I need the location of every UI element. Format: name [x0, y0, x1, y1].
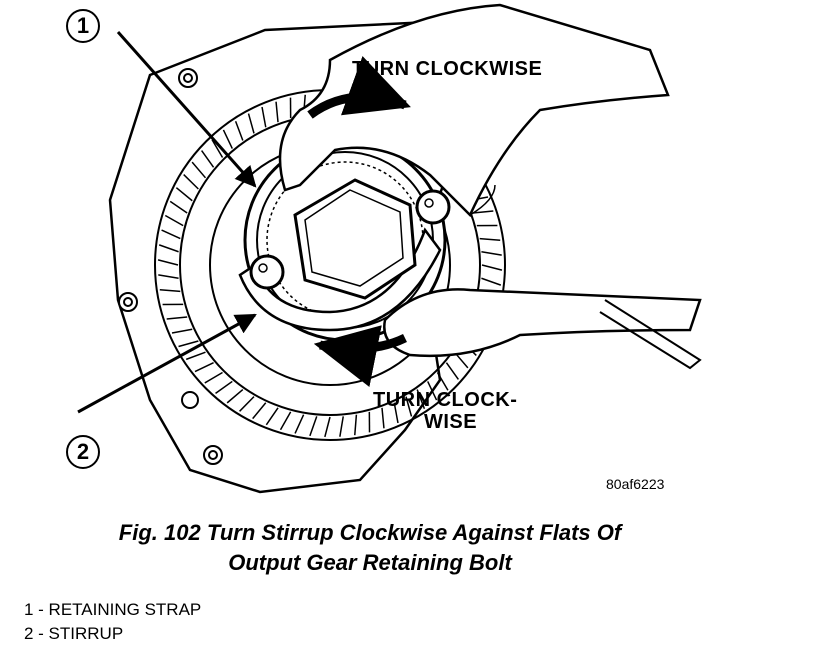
turn-clockwise-label-top: TURN CLOCKWISE	[352, 58, 543, 80]
gear-tooth	[158, 244, 179, 253]
gear-tooth	[294, 414, 305, 434]
gear-tooth	[481, 277, 502, 286]
stirrup-pivot-right	[415, 189, 451, 225]
legend-item-stirrup: 2 - STIRRUP	[24, 624, 124, 643]
gear-tooth	[159, 289, 181, 293]
gear-tooth	[239, 396, 255, 412]
turn-arrow-top	[307, 56, 411, 119]
turn-arrow-bottom	[313, 325, 407, 387]
gear-tooth	[175, 187, 193, 202]
caption-line-1: Fig. 102 Turn Stirrup Clockwise Against …	[118, 520, 622, 545]
transmission-diagram	[77, 3, 702, 494]
gear-tooth	[183, 174, 199, 190]
gear-tooth	[393, 402, 399, 424]
gear-tooth	[479, 237, 501, 241]
leader-line-1	[116, 31, 257, 188]
gear-tooth	[247, 113, 255, 134]
gear-tooth	[164, 214, 184, 227]
gear-tooth	[416, 389, 426, 410]
legend: 1 - RETAINING STRAP 2 - STIRRUP	[24, 598, 201, 646]
gear-tooth	[169, 200, 188, 214]
lower-hand	[383, 288, 702, 358]
gear-tooth	[405, 396, 413, 417]
gear-tooth	[194, 362, 214, 373]
gear-tooth	[427, 381, 438, 401]
leader-line-2	[77, 313, 257, 414]
gear-tooth	[211, 139, 224, 158]
stirrup	[238, 227, 442, 332]
figure-caption: Fig. 102 Turn Stirrup Clockwise Against …	[0, 518, 740, 578]
gear-tooth	[381, 407, 385, 429]
gear-tooth	[161, 229, 181, 240]
gear-tooth	[324, 416, 331, 438]
gear-tooth	[222, 129, 233, 149]
gear-tooth	[445, 362, 459, 380]
gear-tooth	[226, 388, 244, 404]
output-gear-retaining-bolt	[293, 178, 417, 300]
gear-tooth	[261, 106, 267, 128]
gear-tooth	[472, 210, 494, 214]
gear-tooth	[436, 372, 449, 391]
gear-tooth	[275, 101, 279, 123]
gear-tooth	[166, 316, 188, 320]
stirrup-pivot-left	[249, 254, 285, 290]
gear-tooth	[171, 328, 193, 334]
turn-clockwise-label-bottom-line1: TURN CLOCK-	[373, 389, 518, 411]
gear-tooth	[252, 402, 267, 420]
housing-bolts	[118, 68, 223, 465]
gear-tooth	[204, 371, 223, 384]
gear-tooth	[354, 414, 358, 436]
gear-tooth	[191, 161, 207, 179]
caption-line-2: Output Gear Retaining Bolt	[228, 550, 512, 575]
gear-tooth	[185, 351, 206, 361]
gear-tooth	[234, 120, 244, 141]
callout-1: 1	[66, 9, 100, 43]
gear-tooth	[157, 259, 179, 266]
legend-item-retaining-strap: 1 - RETAINING STRAP	[24, 600, 202, 619]
turn-clockwise-label-bottom-line2: WISE	[424, 411, 478, 433]
gear-tooth	[279, 411, 292, 431]
gear-tooth	[481, 264, 503, 271]
figure-code: 80af6223	[606, 476, 665, 492]
gear-tooth	[265, 407, 279, 426]
gear-tooth	[481, 251, 502, 256]
callout-2: 2	[66, 435, 100, 469]
gear-tooth	[339, 416, 344, 437]
gear-tooth	[309, 416, 318, 437]
gear-tooth	[158, 274, 179, 279]
illustration: 1 2 TURN CLOCKWISE TURN CLOCK- WISE 80af…	[66, 3, 702, 494]
gear-tooth	[201, 150, 215, 168]
gear-tooth	[178, 340, 199, 348]
gear-tooth	[215, 380, 233, 394]
